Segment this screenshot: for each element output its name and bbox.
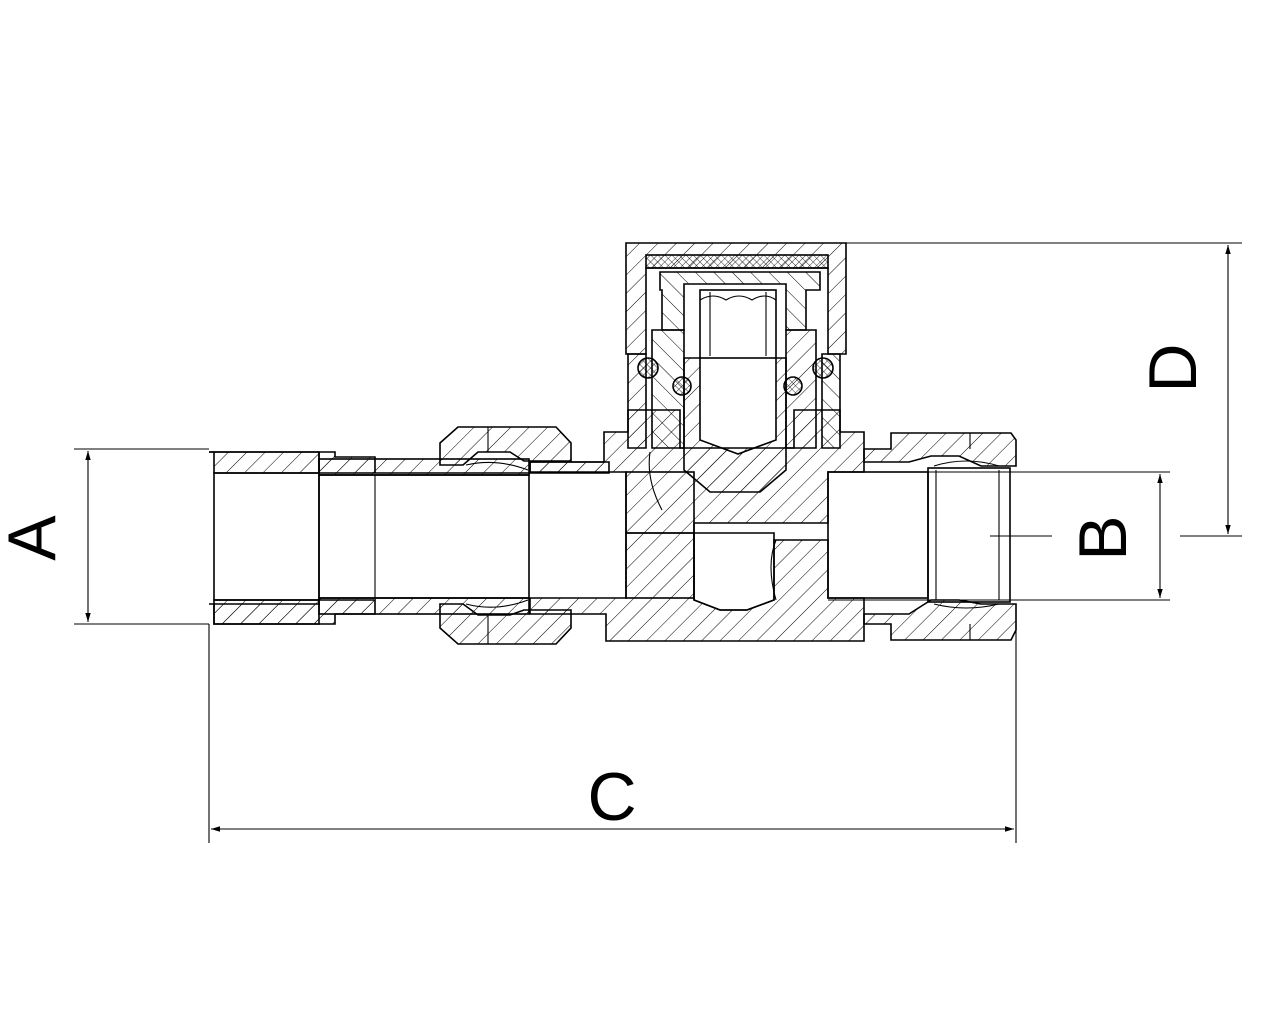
right-olive-insert xyxy=(927,467,1011,603)
cap-insert xyxy=(645,254,829,269)
tailpiece-top-wall xyxy=(318,458,530,476)
dimension-c-label: C xyxy=(587,759,636,835)
o-ring-left-upper xyxy=(637,357,659,379)
left-union-nut-top xyxy=(439,426,572,466)
dimension-a: A xyxy=(0,448,209,625)
main-body-lower xyxy=(529,532,865,642)
right-union-top xyxy=(863,432,1017,467)
dimension-c: C xyxy=(208,624,1017,843)
dimension-d-label: D xyxy=(1135,343,1211,392)
left-coupling-outer xyxy=(209,451,320,474)
o-ring-right-upper xyxy=(812,357,834,379)
right-outlet-bore xyxy=(827,471,929,599)
dimension-a-label: A xyxy=(0,515,70,561)
right-union-bottom xyxy=(863,599,1017,641)
o-ring-left-lower xyxy=(672,376,692,396)
dimension-b: B xyxy=(828,471,1170,601)
dimension-d: D xyxy=(846,242,1242,537)
tailpiece-bottom-wall xyxy=(318,597,530,615)
left-socket-bore xyxy=(213,472,320,601)
cap-inner-collar xyxy=(659,271,821,331)
dimension-b-label: B xyxy=(1065,515,1141,560)
valve-body xyxy=(209,242,1052,645)
spindle-square-head xyxy=(699,289,777,359)
left-coupling-lower-band xyxy=(213,599,320,625)
spindle xyxy=(683,357,787,493)
tailpiece-bore xyxy=(318,474,530,599)
o-ring-right-lower xyxy=(783,376,803,396)
outlet-bore xyxy=(693,532,775,611)
